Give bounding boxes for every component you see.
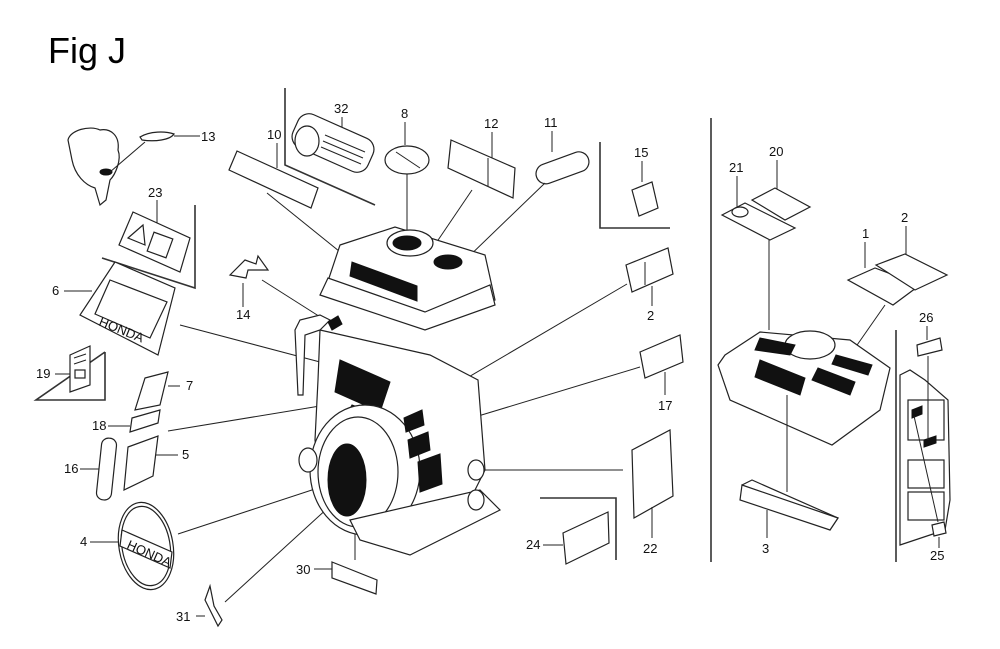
callout-19: 19 xyxy=(36,366,50,381)
callout-13: 13 xyxy=(201,129,215,144)
callout-24: 24 xyxy=(526,537,540,552)
part-4-group[interactable]: 4 HONDA xyxy=(80,487,319,594)
callout-31: 31 xyxy=(176,609,190,624)
callout-3: 3 xyxy=(762,541,769,556)
part-32-group[interactable]: 32 xyxy=(288,101,378,176)
small-tank-assembly xyxy=(717,330,891,446)
divider-lines xyxy=(33,88,897,562)
part-19-group[interactable]: 19 xyxy=(36,345,91,393)
part-20-group[interactable]: 20 xyxy=(750,144,812,330)
part-30-group[interactable]: 30 xyxy=(296,490,378,595)
part-21-group[interactable]: 21 xyxy=(720,160,797,241)
part-16-group[interactable]: 16 xyxy=(64,437,118,501)
part-2-center-group[interactable]: 2 xyxy=(454,247,674,386)
callout-10: 10 xyxy=(267,127,281,142)
callout-2-right: 2 xyxy=(901,210,908,225)
callout-21: 21 xyxy=(729,160,743,175)
callout-30: 30 xyxy=(296,562,310,577)
callout-15: 15 xyxy=(634,145,648,160)
part-11-group[interactable]: 11 xyxy=(459,115,592,266)
part-31-group[interactable]: 31 xyxy=(176,505,331,628)
callout-32: 32 xyxy=(334,101,348,116)
part-25-group[interactable]: 25 xyxy=(913,415,947,563)
callout-5: 5 xyxy=(182,447,189,462)
callout-12: 12 xyxy=(484,116,498,131)
callout-2-center: 2 xyxy=(647,308,654,323)
part-2-right-group[interactable]: 2 xyxy=(874,210,949,291)
part-18-group[interactable]: 18 xyxy=(92,405,321,433)
part-23-group[interactable]: 23 xyxy=(118,185,191,273)
part-14-group[interactable]: 14 xyxy=(228,254,326,322)
callout-14: 14 xyxy=(236,307,250,322)
part-6-group[interactable]: 6 HONDA xyxy=(52,261,321,363)
callout-18: 18 xyxy=(92,418,106,433)
callout-26: 26 xyxy=(919,310,933,325)
part-24-group[interactable]: 24 xyxy=(526,511,610,565)
callout-25: 25 xyxy=(930,548,944,563)
callout-20: 20 xyxy=(769,144,783,159)
callout-22: 22 xyxy=(643,541,657,556)
part-13-group[interactable]: 13 xyxy=(67,127,215,207)
part-3-group[interactable]: 3 xyxy=(739,395,839,556)
part-7-group[interactable]: 7 xyxy=(134,371,193,411)
part-17-group[interactable]: 17 xyxy=(464,334,684,421)
engine-assembly xyxy=(294,226,502,556)
part-12-group[interactable]: 12 xyxy=(429,116,516,253)
callout-7: 7 xyxy=(186,378,193,393)
part-22-group[interactable]: 22 xyxy=(440,429,674,556)
right-side-engine xyxy=(899,369,951,546)
callout-11: 11 xyxy=(544,115,558,130)
callout-16: 16 xyxy=(64,461,78,476)
callout-1: 1 xyxy=(862,226,869,241)
figure-title: Fig J xyxy=(48,30,127,71)
callout-4: 4 xyxy=(80,534,87,549)
callout-8: 8 xyxy=(401,106,408,121)
part-15-group[interactable]: 15 xyxy=(631,145,659,217)
part-8-group[interactable]: 8 xyxy=(384,106,430,245)
part-1-group[interactable]: 1 xyxy=(846,226,922,349)
callout-17: 17 xyxy=(658,398,672,413)
part-26-group[interactable]: 26 xyxy=(916,310,943,440)
part-5-group[interactable]: 5 xyxy=(123,435,189,492)
callout-6: 6 xyxy=(52,283,59,298)
callout-23: 23 xyxy=(148,185,162,200)
